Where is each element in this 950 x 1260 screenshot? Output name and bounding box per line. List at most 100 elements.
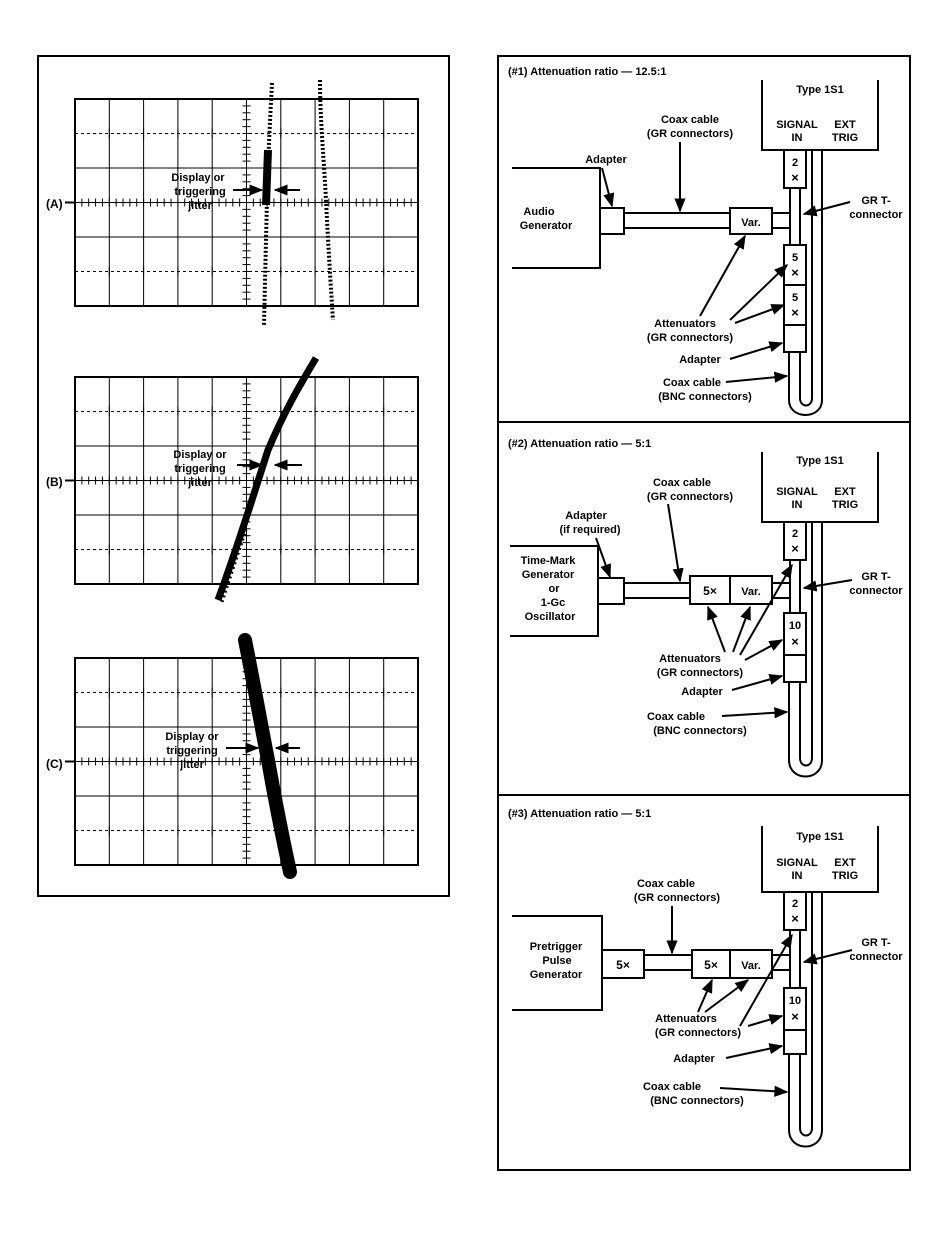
- svg-text:Var.: Var.: [741, 586, 761, 598]
- svg-text:5×: 5×: [703, 584, 717, 598]
- svg-text:Type 1S1: Type 1S1: [796, 455, 844, 467]
- jitter-annotation-b: Display or triggering jitter: [173, 449, 302, 489]
- svg-text:Var.: Var.: [741, 960, 761, 972]
- svg-text:Display or: Display or: [165, 731, 219, 743]
- trace-b: [214, 356, 320, 603]
- jitter-annotation-a: Display or triggering jitter: [171, 172, 300, 212]
- svg-text:5: 5: [792, 292, 798, 304]
- svg-text:(GR connectors): (GR connectors): [655, 1027, 742, 1039]
- svg-text:EXT: EXT: [834, 119, 856, 131]
- svg-text:connector: connector: [849, 209, 903, 221]
- svg-text:Adapter: Adapter: [681, 686, 723, 698]
- svg-text:×: ×: [791, 170, 799, 185]
- svg-text:GR T-: GR T-: [861, 571, 891, 583]
- svg-text:Time-Mark: Time-Mark: [521, 555, 577, 567]
- svg-text:(GR connectors): (GR connectors): [647, 491, 734, 503]
- jitter-annotation-c: Display or triggering jitter: [165, 731, 300, 771]
- svg-text:Adapter: Adapter: [565, 510, 607, 522]
- left-figure-frame: [37, 55, 450, 897]
- svg-text:(BNC connectors): (BNC connectors): [658, 391, 752, 403]
- svg-text:TRIG: TRIG: [832, 499, 858, 511]
- svg-text:SIGNAL: SIGNAL: [776, 857, 818, 869]
- svg-text:Coax cable: Coax cable: [653, 477, 711, 489]
- svg-text:10: 10: [789, 620, 801, 632]
- svg-text:Generator: Generator: [530, 969, 583, 981]
- svg-text:SIGNAL: SIGNAL: [776, 119, 818, 131]
- setup-2: (#2) Attenuation ratio — 5:1 Type 1S1 SI…: [508, 438, 903, 778]
- setup-1-title: (#1) Attenuation ratio — 12.5:1: [508, 66, 667, 78]
- svg-text:×: ×: [791, 634, 799, 649]
- right-figure-frame: [497, 55, 911, 1171]
- svg-text:Type 1S1: Type 1S1: [796, 831, 844, 843]
- scope-label-b: (B): [46, 475, 63, 489]
- svg-text:2: 2: [792, 898, 798, 910]
- svg-text:Var.: Var.: [741, 217, 761, 229]
- trace-c: [238, 633, 297, 879]
- svg-text:Coax cable: Coax cable: [637, 878, 695, 890]
- svg-text:Display or: Display or: [173, 449, 227, 461]
- scope-label-c: (C): [46, 757, 63, 771]
- svg-text:EXT: EXT: [834, 486, 856, 498]
- svg-text:×: ×: [791, 305, 799, 320]
- svg-text:IN: IN: [792, 499, 803, 511]
- svg-text:or: or: [549, 583, 561, 595]
- svg-text:(GR connectors): (GR connectors): [647, 128, 734, 140]
- svg-text:EXT: EXT: [834, 857, 856, 869]
- svg-text:Attenuators: Attenuators: [654, 318, 716, 330]
- setup-3-title: (#3) Attenuation ratio — 5:1: [508, 808, 651, 820]
- setup-3: (#3) Attenuation ratio — 5:1 Type 1S1 SI…: [508, 808, 903, 1148]
- svg-text:connector: connector: [849, 585, 903, 597]
- svg-text:connector: connector: [849, 951, 903, 963]
- svg-text:5×: 5×: [704, 958, 718, 972]
- svg-text:(GR connectors): (GR connectors): [647, 332, 734, 344]
- svg-text:Adapter: Adapter: [585, 154, 627, 166]
- svg-text:SIGNAL: SIGNAL: [776, 486, 818, 498]
- svg-text:×: ×: [791, 1009, 799, 1024]
- svg-text:GR T-: GR T-: [861, 937, 891, 949]
- svg-text:jitter: jitter: [187, 477, 213, 489]
- setup-2-title: (#2) Attenuation ratio — 5:1: [508, 438, 651, 450]
- svg-text:jitter: jitter: [179, 759, 205, 771]
- svg-text:2: 2: [792, 528, 798, 540]
- svg-text:Coax cable: Coax cable: [663, 377, 721, 389]
- svg-text:Coax cable: Coax cable: [647, 711, 705, 723]
- svg-text:triggering: triggering: [174, 186, 225, 198]
- svg-text:Display or: Display or: [171, 172, 225, 184]
- svg-text:TRIG: TRIG: [832, 132, 858, 144]
- svg-text:Generator: Generator: [520, 220, 573, 232]
- svg-text:triggering: triggering: [174, 463, 225, 475]
- svg-text:(if required): (if required): [559, 524, 620, 536]
- graticule-b: [65, 376, 419, 585]
- svg-text:GR T-: GR T-: [861, 195, 891, 207]
- svg-text:1-Gc: 1-Gc: [541, 597, 565, 609]
- svg-text:Oscillator: Oscillator: [525, 611, 576, 623]
- svg-text:×: ×: [791, 541, 799, 556]
- trace-a: [262, 79, 335, 326]
- svg-text:5×: 5×: [616, 958, 630, 972]
- svg-text:×: ×: [791, 265, 799, 280]
- svg-text:IN: IN: [792, 870, 803, 882]
- svg-text:triggering: triggering: [166, 745, 217, 757]
- svg-text:Coax cable: Coax cable: [643, 1081, 701, 1093]
- graticule-c: [65, 657, 419, 866]
- scope-label-a: (A): [46, 197, 63, 211]
- svg-text:(GR connectors): (GR connectors): [634, 892, 721, 904]
- svg-text:IN: IN: [792, 132, 803, 144]
- svg-text:Adapter: Adapter: [673, 1053, 715, 1065]
- svg-text:5: 5: [792, 252, 798, 264]
- svg-text:(BNC connectors): (BNC connectors): [650, 1095, 744, 1107]
- svg-text:Generator: Generator: [522, 569, 575, 581]
- svg-text:jitter: jitter: [187, 200, 213, 212]
- svg-text:TRIG: TRIG: [832, 870, 858, 882]
- graticule-a: [65, 98, 419, 307]
- svg-text:Adapter: Adapter: [679, 354, 721, 366]
- svg-text:10: 10: [789, 995, 801, 1007]
- svg-text:Pretrigger: Pretrigger: [530, 941, 583, 953]
- svg-text:Audio: Audio: [523, 206, 554, 218]
- svg-text:(BNC connectors): (BNC connectors): [653, 725, 747, 737]
- svg-text:(GR connectors): (GR connectors): [657, 667, 744, 679]
- svg-text:Coax cable: Coax cable: [661, 114, 719, 126]
- svg-text:2: 2: [792, 157, 798, 169]
- svg-text:×: ×: [791, 911, 799, 926]
